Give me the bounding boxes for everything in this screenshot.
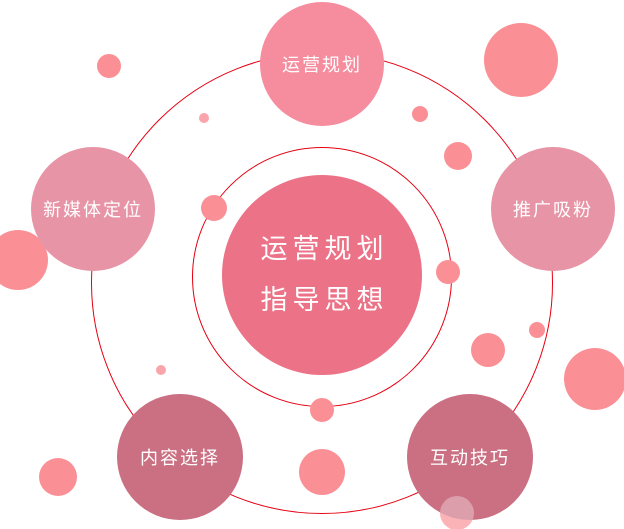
decor-circle xyxy=(484,23,558,97)
decor-circle xyxy=(39,458,77,496)
decor-circle xyxy=(564,348,624,410)
node-operations-planning-label: 运营规划 xyxy=(282,55,362,75)
decor-circle xyxy=(199,113,209,123)
decor-circle xyxy=(310,398,334,422)
decor-circle xyxy=(436,260,460,284)
node-interaction-skills-label: 互动技巧 xyxy=(430,448,510,468)
node-interaction-skills: 互动技巧 xyxy=(407,394,533,520)
node-content-selection: 内容选择 xyxy=(117,394,243,520)
node-promotion-fan-attraction: 推广吸粉 xyxy=(491,147,615,271)
center-node-guiding-ideology: 运营规划 指导思想 xyxy=(222,175,422,375)
node-new-media-positioning-label: 新媒体定位 xyxy=(43,200,143,220)
decor-circle xyxy=(444,142,472,170)
center-node-line2: 指导思想 xyxy=(260,285,389,315)
decor-circle xyxy=(529,322,545,338)
decor-circle xyxy=(412,106,428,122)
decor-circle xyxy=(201,195,227,221)
decor-circle xyxy=(299,449,345,495)
decor-circle xyxy=(97,54,121,78)
center-node-line1: 运营规划 xyxy=(260,234,389,264)
node-content-selection-label: 内容选择 xyxy=(140,448,220,468)
decor-circle xyxy=(471,333,505,367)
decor-circle xyxy=(440,496,474,529)
node-promotion-fan-attraction-label: 推广吸粉 xyxy=(513,200,593,220)
node-operations-planning: 运营规划 xyxy=(260,2,384,126)
node-new-media-positioning: 新媒体定位 xyxy=(31,147,155,271)
decor-circle xyxy=(156,365,166,375)
